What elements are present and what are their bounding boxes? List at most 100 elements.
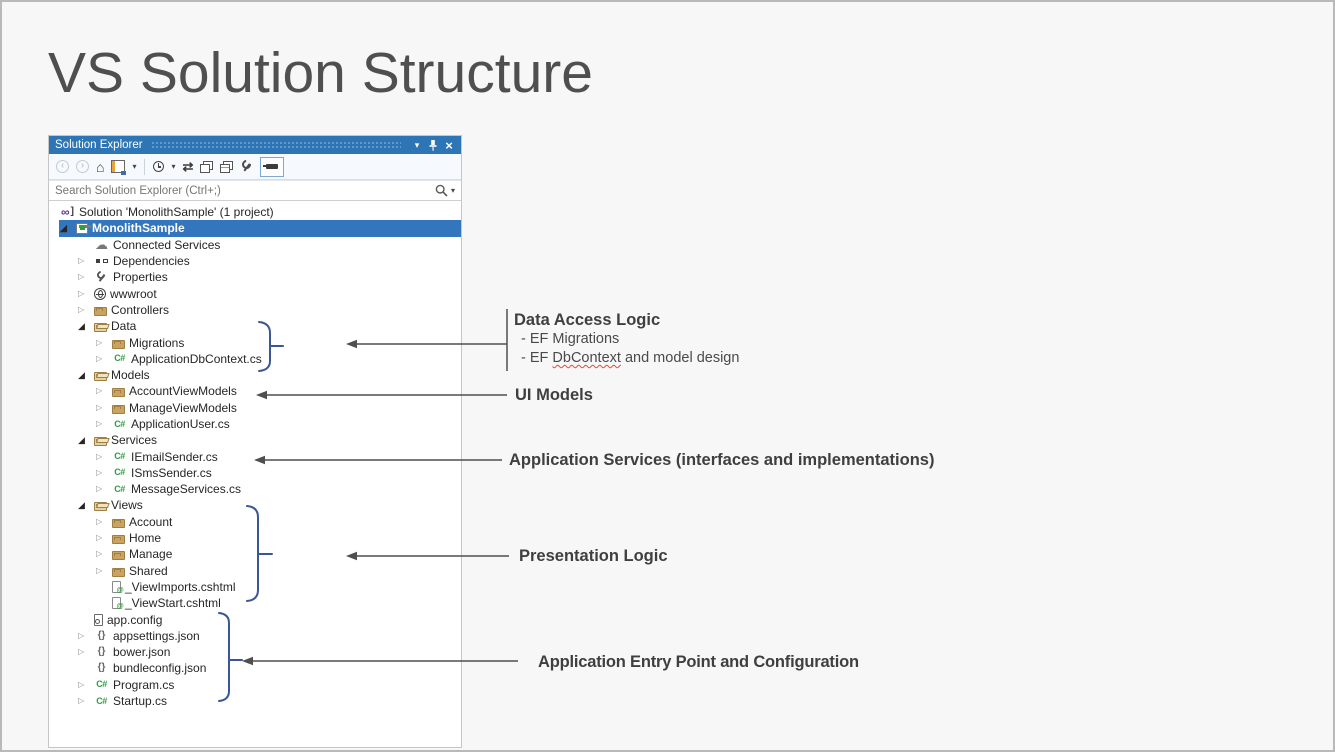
tree-row[interactable]: ◢ Models — [49, 367, 461, 383]
tree-item-label: _ViewStart.cshtml — [125, 596, 221, 611]
annotation-presentation-logic: Presentation Logic — [519, 547, 668, 566]
search-input[interactable] — [49, 183, 435, 198]
tree-item-label: MessageServices.cs — [131, 482, 242, 497]
tree-row[interactable]: ▷ appsettings.json — [49, 628, 461, 644]
panel-titlebar[interactable]: Solution Explorer ▾ × — [49, 136, 461, 154]
expander-icon[interactable]: ▷ — [78, 256, 85, 266]
tree-row[interactable]: ▷ ApplicationUser.cs — [49, 416, 461, 432]
tree-row[interactable]: ▷ MessageServices.cs — [49, 481, 461, 497]
tree-item-label: ManageViewModels — [129, 400, 237, 415]
cloud-icon — [94, 238, 109, 252]
switch-views-icon[interactable] — [111, 160, 127, 175]
expander-icon[interactable]: ▷ — [78, 647, 85, 657]
tree-row[interactable]: ◢ Views — [49, 497, 461, 513]
expander-icon[interactable]: ▷ — [96, 402, 103, 412]
expander-icon[interactable]: ▷ — [78, 288, 85, 298]
filter-caret-icon[interactable]: ▾ — [171, 162, 176, 171]
sync-with-active-document-icon[interactable]: ⇄ — [182, 159, 194, 174]
tree-row[interactable]: ▷ wwwroot — [49, 285, 461, 301]
properties-icon[interactable] — [240, 160, 253, 174]
tree-row[interactable]: app.config — [49, 611, 461, 627]
tree-item-label: bundleconfig.json — [113, 661, 207, 676]
tree-row[interactable]: ▷ ManageViewModels — [49, 400, 461, 416]
tree-row[interactable]: ▷ Account — [49, 514, 461, 530]
tree-row[interactable]: ▷ Shared — [49, 563, 461, 579]
expander-icon[interactable]: ▷ — [78, 272, 85, 282]
csharp-icon — [94, 694, 109, 708]
tree-row[interactable]: ▷ IEmailSender.cs — [49, 448, 461, 464]
tree-row[interactable]: ▷ Migrations — [49, 334, 461, 350]
annotation-title: Application Entry Point and Configuratio… — [538, 653, 859, 671]
tree-row[interactable]: ▷ Program.cs — [49, 677, 461, 693]
expander-icon[interactable]: ▷ — [96, 549, 103, 559]
json-icon — [94, 645, 109, 659]
preview-selected-items-button[interactable] — [260, 156, 285, 177]
expander-icon[interactable]: ▷ — [96, 337, 103, 347]
expander-icon[interactable]: ▷ — [78, 679, 85, 689]
show-all-files-icon[interactable] — [220, 160, 234, 173]
tree-row[interactable]: _ViewStart.cshtml — [49, 595, 461, 611]
tree-row[interactable]: ▷ Properties — [49, 269, 461, 285]
tree-row[interactable]: ▷ AccountViewModels — [49, 383, 461, 399]
tree-row[interactable]: ◢ MonolithSample — [59, 220, 461, 237]
tree-item-label: wwwroot — [110, 286, 157, 301]
expander-icon[interactable]: ▷ — [78, 696, 85, 706]
annotation-bullet: - EF DbContext and model design — [521, 349, 740, 366]
home-icon[interactable]: ⌂ — [96, 158, 105, 175]
folder-icon — [112, 567, 125, 577]
page-title: VS Solution Structure — [48, 41, 593, 105]
folder-icon — [112, 339, 125, 349]
tree-row[interactable]: ◢ Services — [49, 432, 461, 448]
expander-icon[interactable]: ▷ — [96, 353, 103, 363]
expander-icon[interactable]: ▷ — [96, 484, 103, 494]
folder-icon — [112, 535, 125, 545]
folder-open-icon — [94, 437, 107, 447]
tree-row[interactable]: ▷ Dependencies — [49, 253, 461, 269]
pending-changes-filter-icon[interactable] — [153, 161, 165, 172]
tree-row[interactable]: ▷ Controllers — [49, 302, 461, 318]
expander-icon[interactable]: ▷ — [78, 630, 85, 640]
tree-row[interactable]: ▷ ISmsSender.cs — [49, 465, 461, 481]
tree-item-label: Program.cs — [113, 677, 175, 692]
switch-views-caret-icon[interactable]: ▾ — [132, 162, 137, 171]
expander-icon[interactable]: ◢ — [78, 320, 85, 331]
tree-row[interactable]: ▷ Home — [49, 530, 461, 546]
window-menu-caret-icon[interactable]: ▾ — [414, 139, 420, 150]
expander-icon[interactable]: ▷ — [96, 565, 103, 575]
forward-button[interactable]: › — [76, 160, 89, 173]
pin-icon[interactable] — [425, 138, 441, 152]
preview-selected-items-icon — [262, 164, 279, 169]
back-button[interactable]: ‹ — [56, 160, 69, 173]
expander-icon[interactable]: ▷ — [96, 386, 103, 396]
tree-row[interactable]: _ViewImports.cshtml — [49, 579, 461, 595]
tree-item-label: ApplicationUser.cs — [131, 417, 230, 431]
expander-icon[interactable]: ▷ — [96, 419, 103, 428]
tree-row[interactable]: Connected Services — [49, 237, 461, 253]
tree-row[interactable]: ▷ Startup.cs — [49, 693, 461, 709]
expander-icon[interactable]: ▷ — [96, 451, 103, 461]
search-icon[interactable] — [435, 184, 448, 197]
search-bar: ▾ — [49, 180, 461, 201]
tree-item-label: Migrations — [129, 335, 185, 350]
tree-row[interactable]: ▷ ApplicationDbContext.cs — [49, 351, 461, 367]
misspelled-word: DbContext — [552, 349, 621, 366]
collapse-all-icon[interactable] — [200, 160, 214, 173]
search-options-caret-icon[interactable]: ▾ — [450, 186, 455, 195]
expander-icon[interactable]: ▷ — [96, 516, 103, 526]
expander-icon[interactable]: ▷ — [96, 467, 103, 477]
tree-item-label: Properties — [113, 270, 168, 285]
close-icon[interactable]: × — [445, 137, 453, 153]
tree-row[interactable]: ▷ Manage — [49, 546, 461, 562]
expander-icon[interactable]: ◢ — [78, 499, 85, 510]
expander-icon[interactable]: ◢ — [60, 222, 67, 233]
expander-icon[interactable]: ◢ — [78, 434, 85, 445]
tree-row[interactable]: bundleconfig.json — [49, 660, 461, 676]
tree-row[interactable]: ◢ Data — [49, 318, 461, 334]
folder-icon — [94, 306, 107, 316]
folder-open-icon — [94, 502, 107, 512]
tree-row[interactable]: Solution 'MonolithSample' (1 project) — [49, 204, 461, 220]
tree-row[interactable]: ▷ bower.json — [49, 644, 461, 660]
expander-icon[interactable]: ◢ — [78, 369, 85, 380]
expander-icon[interactable]: ▷ — [78, 304, 85, 314]
expander-icon[interactable]: ▷ — [96, 533, 103, 543]
